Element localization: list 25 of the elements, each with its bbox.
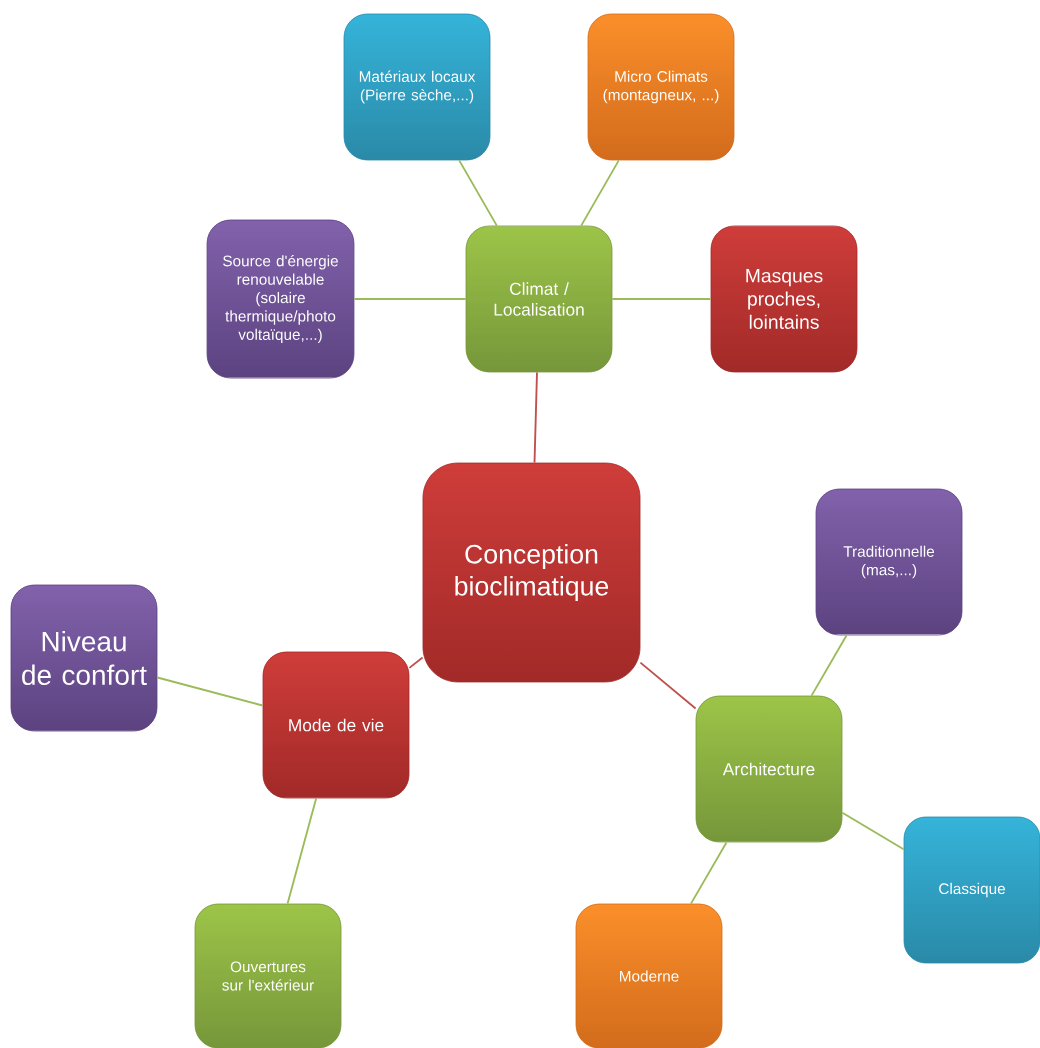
connector-line	[580, 159, 620, 227]
connector-line	[408, 656, 424, 669]
topic-box: Micro Climats (montagneux, ...)	[587, 13, 735, 161]
connector-line	[690, 841, 728, 905]
connector-line	[639, 661, 697, 710]
topic-box: Classique	[903, 816, 1040, 964]
connector-line	[286, 797, 318, 905]
topic-box: Architecture	[695, 695, 843, 843]
connector-line	[611, 298, 712, 300]
connector-line	[458, 159, 498, 227]
connector-line	[156, 676, 264, 707]
topic-box: Climat / Localisation	[465, 225, 613, 373]
topic-box: Source d'énergie renouvelable (solaire thermique/photo voltaïque,...)	[206, 219, 355, 379]
topic-box: Moderne	[575, 903, 723, 1048]
topic-box: Traditionnelle (mas,...)	[815, 488, 963, 636]
topic-box: Masques proches, lointains	[710, 225, 858, 373]
topic-box: Ouvertures sur l'extérieur	[194, 903, 342, 1048]
topic-box: Niveau de confort	[10, 584, 158, 732]
connector-line	[810, 634, 848, 697]
topic-box: Matériaux locaux (Pierre sèche,...)	[343, 13, 491, 161]
connector-line	[533, 371, 538, 464]
central-box: Conception bioclimatique	[422, 462, 641, 683]
connector-line	[841, 811, 905, 851]
topic-box: Mode de vie	[262, 651, 410, 799]
connector-line	[353, 298, 467, 300]
